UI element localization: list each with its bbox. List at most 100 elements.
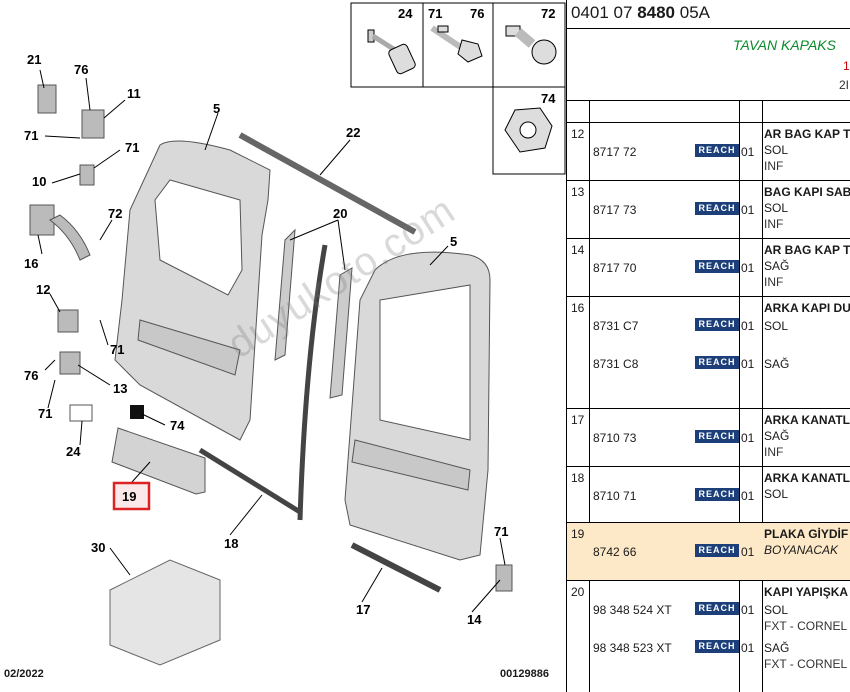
part-quantity: 01 <box>741 145 755 159</box>
seal-17 <box>350 542 442 593</box>
part-reference: 8742 66 <box>593 545 637 559</box>
diagram-canvas: 24 71 76 72 74 <box>24 2 566 666</box>
row-number: 19 <box>571 527 585 541</box>
reach-badge: REACH <box>695 202 739 215</box>
parts-diagram: 24 71 76 72 74 <box>4 2 566 680</box>
callout-20: 20 <box>333 206 347 221</box>
row-description: INF <box>764 217 784 231</box>
part-reference: 8717 72 <box>593 145 637 159</box>
row-description: KAPI YAPIŞKA <box>764 585 849 599</box>
row-number: 14 <box>571 243 585 257</box>
part-reference: 98 348 524 XT <box>593 603 672 617</box>
part-quantity: 01 <box>741 545 755 559</box>
part-reference: 8710 71 <box>593 489 637 503</box>
part-quantity: 01 <box>741 261 755 275</box>
column-header <box>567 100 850 123</box>
callout-11: 11 <box>127 86 141 101</box>
part-reference: 98 348 523 XT <box>593 641 672 655</box>
row-description: SOL <box>764 201 789 215</box>
table-subtitle-2: 2I <box>839 78 850 92</box>
table-title: TAVAN KAPAKS <box>733 37 836 53</box>
reach-badge: REACH <box>695 144 739 157</box>
part-note: FXT - CORNEL <box>764 657 848 671</box>
callout-71e: 71 <box>494 524 508 539</box>
callout-76: 76 <box>74 62 88 77</box>
footer-date: 02/2022 <box>4 668 44 680</box>
row-description: BOYANACAK <box>764 543 839 557</box>
lamp-24 <box>69 404 93 422</box>
callout-18: 18 <box>224 536 238 551</box>
row-description: INF <box>764 445 784 459</box>
parts-table: 0401 07 8480 05A TAVAN KAPAKS 1 2I 12 AR … <box>566 0 850 692</box>
left-door <box>114 140 271 441</box>
row-description: SOL <box>764 487 789 501</box>
callout-19-highlighted: 19 <box>112 481 151 511</box>
row-description: PLAKA GİYDİF <box>764 527 849 541</box>
row-number: 18 <box>571 471 585 485</box>
part-reference: 8717 73 <box>593 203 637 217</box>
row-number: 20 <box>571 585 585 599</box>
callout-71c: 71 <box>110 342 124 357</box>
reach-badge: REACH <box>695 356 739 369</box>
part-side: SOL <box>764 319 789 333</box>
row-number: 13 <box>571 185 585 199</box>
reach-badge: REACH <box>695 602 739 615</box>
row-description: SAĞ <box>764 429 790 443</box>
reach-badge: REACH <box>695 640 739 653</box>
callout-71: 71 <box>24 128 38 143</box>
callout-24: 24 <box>66 444 81 459</box>
part-side: SAĞ <box>764 641 790 655</box>
table-subtitle-1: 1 <box>843 59 850 73</box>
roof-seal-22 <box>238 132 417 235</box>
callout-13: 13 <box>113 381 127 396</box>
callout-22: 22 <box>346 125 360 140</box>
part-note: FXT - CORNEL <box>764 619 848 633</box>
col-divider <box>762 100 763 692</box>
reach-badge: REACH <box>695 488 739 501</box>
part-quantity: 01 <box>741 641 755 655</box>
row-number: 17 <box>571 413 585 427</box>
part-quantity: 01 <box>741 489 755 503</box>
row-number: 12 <box>571 127 585 141</box>
part-quantity: 01 <box>741 319 755 333</box>
callout-12: 12 <box>36 282 50 297</box>
callout-71d: 71 <box>38 406 52 421</box>
part-quantity: 01 <box>741 357 755 371</box>
ref-bold: 8480 <box>637 3 676 22</box>
row-number: 16 <box>571 301 585 315</box>
inset-box-top <box>350 2 566 88</box>
inset-label-72: 72 <box>541 6 555 21</box>
inset-label-71: 71 <box>428 6 442 21</box>
row-description: BAG KAPI SAB <box>764 185 850 199</box>
row-description: SOL <box>764 143 789 157</box>
callout-30: 30 <box>91 540 105 555</box>
ref-suffix: 05A <box>675 3 710 22</box>
seal-18 <box>198 447 302 515</box>
inset-box-74 <box>492 86 566 175</box>
footer-code: 00129886 <box>500 668 549 680</box>
clip-74 <box>130 405 144 419</box>
callout-76b: 76 <box>24 368 38 383</box>
ref-prefix: 0401 07 <box>571 3 638 22</box>
callout-17: 17 <box>356 602 370 617</box>
row-description: AR BAG KAP T <box>764 243 850 257</box>
seal-20b <box>329 267 353 399</box>
callout-74: 74 <box>170 418 185 433</box>
kit-box-30 <box>109 559 221 666</box>
part-reference: 8731 C8 <box>593 357 639 371</box>
inset-label-74: 74 <box>541 91 556 106</box>
right-door <box>344 251 491 561</box>
callout-71b: 71 <box>125 140 139 155</box>
part-quantity: 01 <box>741 603 755 617</box>
row-description: SAĞ <box>764 259 790 273</box>
row-description: ARKA KANATL <box>764 413 850 427</box>
callout-21: 21 <box>27 52 41 67</box>
header-divider <box>567 28 850 29</box>
part-side: SOL <box>764 603 789 617</box>
callout-5b: 5 <box>450 234 457 249</box>
reference-header: 0401 07 8480 05A <box>567 0 850 28</box>
